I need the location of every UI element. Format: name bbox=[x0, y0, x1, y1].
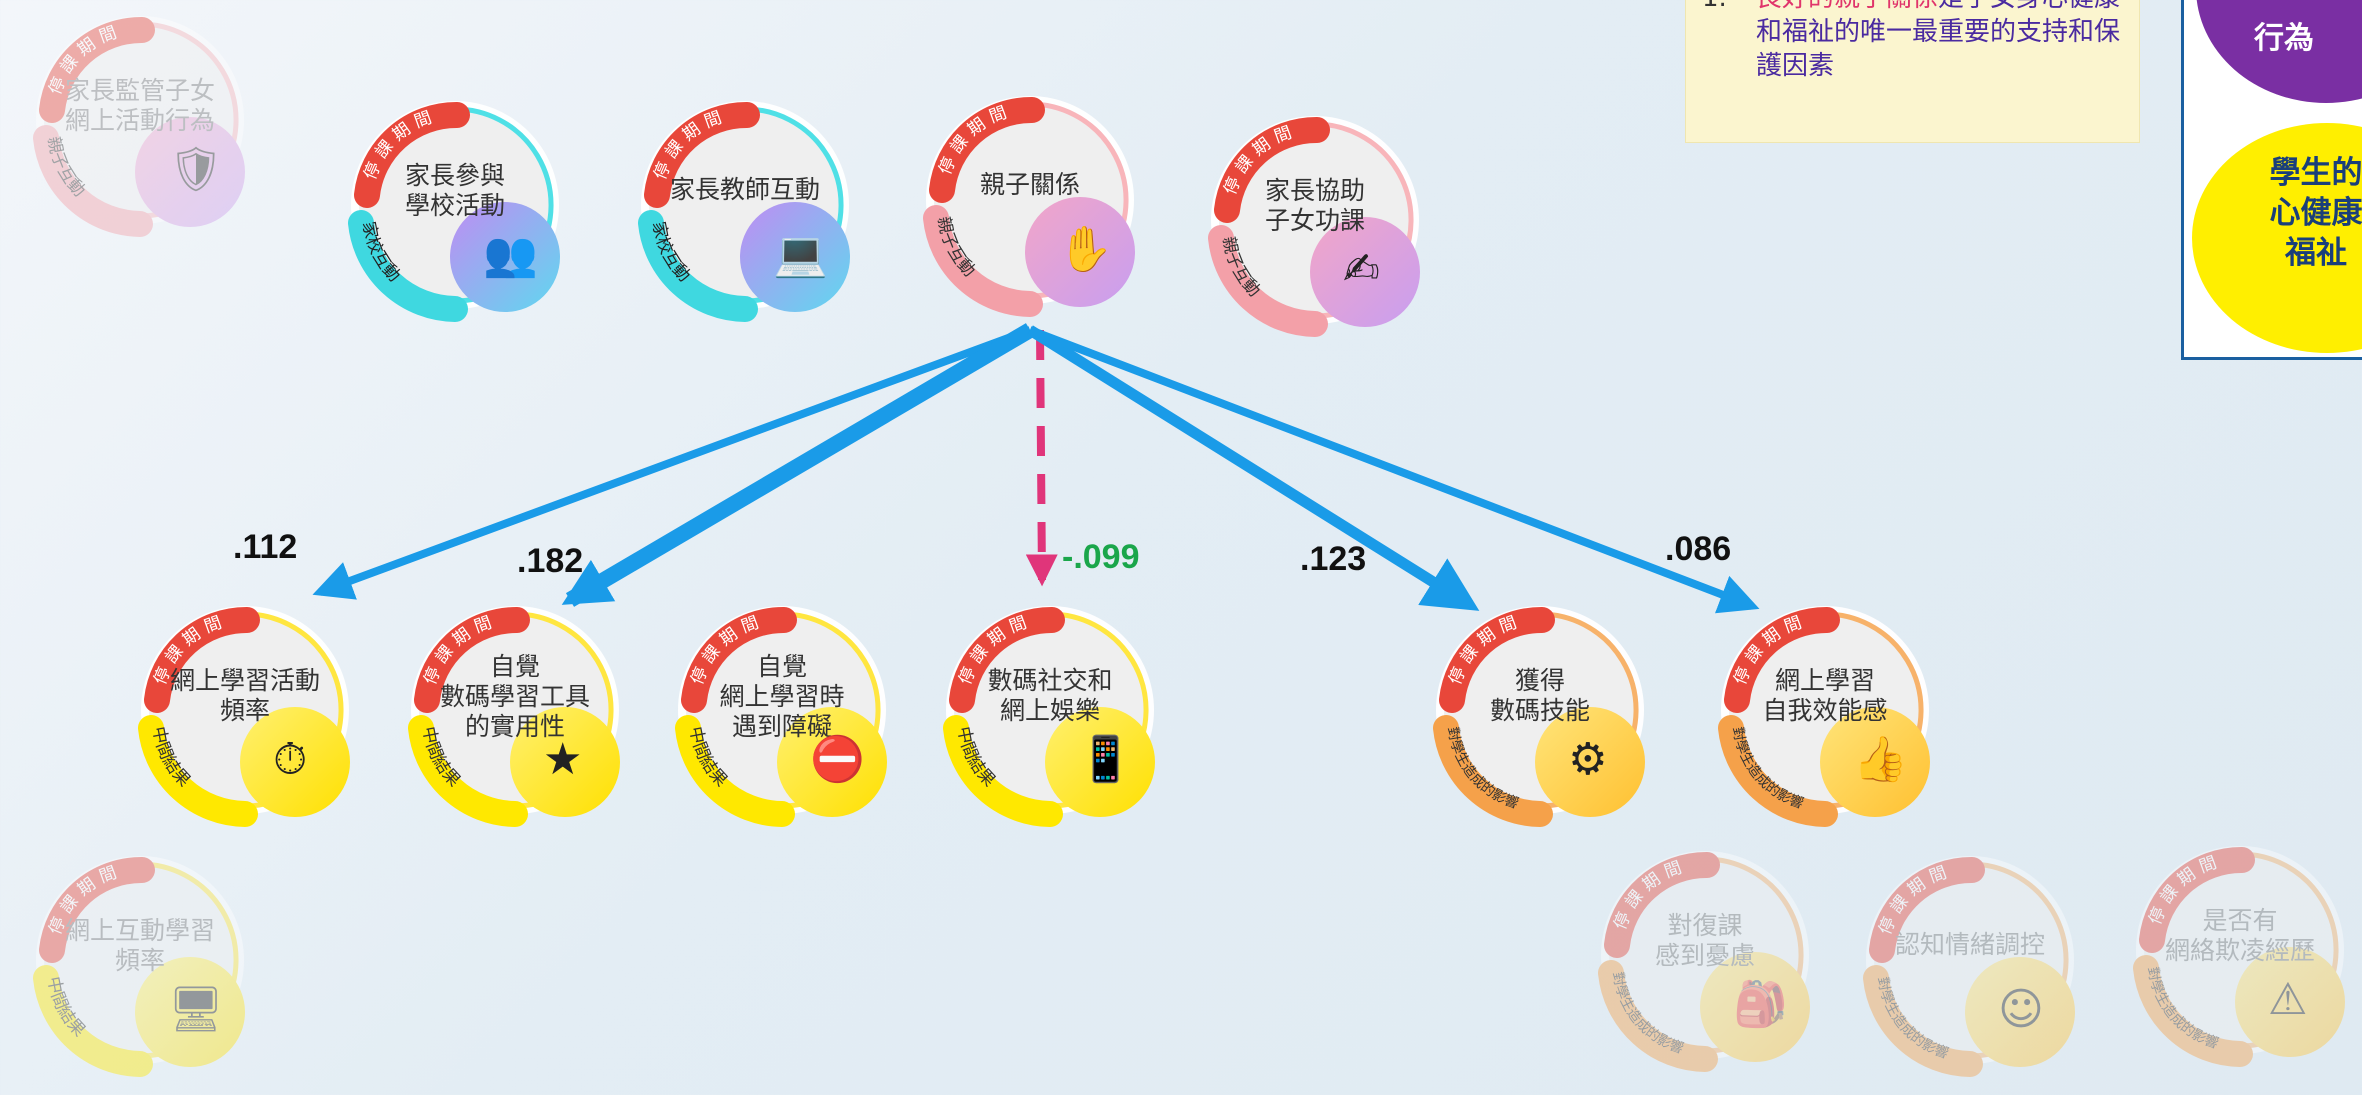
bullying-icon: ⚠ bbox=[2268, 974, 2308, 1025]
node-label: 家長參與 學校活動 bbox=[404, 161, 505, 220]
node-emotion-reg: 停課期間對學生造成的影響認知情緒調控☺ bbox=[1860, 850, 2080, 1077]
note-number: 1. bbox=[1702, 0, 1727, 15]
node-homework-help: 停課期間親子互動家長協助 子女功課✍ bbox=[1205, 110, 1425, 337]
arrow-parent-child-to-online-freq bbox=[312, 326, 1032, 600]
node-self-efficacy: 停課期間對學生造成的影響網上學習 自我效能感👍 bbox=[1715, 600, 1935, 827]
node-label: 對復課 感到憂慮 bbox=[1654, 911, 1755, 970]
pta-meeting-icon: 👥 bbox=[483, 229, 538, 280]
arrow-parent-child-to-social-ent bbox=[1025, 329, 1058, 587]
node-label: 自覺 數碼學習工具 的實用性 bbox=[439, 652, 590, 741]
legend-panel: 行為 學生的 心健康 福祉 bbox=[2181, 0, 2362, 360]
node-label: 數碼社交和 網上娛樂 bbox=[987, 666, 1113, 725]
node-parent-teacher: 停課期間家校互動家長教師互動💻 bbox=[635, 95, 855, 322]
coef-label-online-freq: .112 bbox=[233, 528, 298, 566]
node-label: 自覺 網上學習時 遇到障礙 bbox=[719, 652, 845, 741]
coef-label-self-efficacy: .086 bbox=[1665, 530, 1732, 568]
node-digital-skills: 停課期間對學生造成的影響獲得 數碼技能⚙ bbox=[1430, 600, 1650, 827]
node-parent-child: 停課期間親子互動親子關係✋ bbox=[920, 90, 1140, 317]
network-hand-icon: ⚙ bbox=[1568, 734, 1608, 785]
note-text: 良好的親子關係是子女身心健康和福祉的唯一最重要的支持和保護因素 bbox=[1756, 0, 2126, 83]
node-online-freq: 停課期間中間結果網上學習活動 頻率⏱ bbox=[135, 600, 355, 827]
note-highlight: 良好的親子關係 bbox=[1756, 0, 1938, 13]
node-online-obstacles: 停課期間中間結果自覺 網上學習時 遇到障礙⛔ bbox=[672, 600, 892, 827]
node-label: 家長教師互動 bbox=[669, 175, 820, 204]
arrow-parent-child-to-self-efficacy bbox=[1028, 326, 1760, 614]
node-school-activities: 停課期間家校互動家長參與 學校活動👥 bbox=[345, 95, 565, 322]
arrow-parent-child-to-digital-skills bbox=[1027, 325, 1480, 611]
node-label: 是否有 網絡欺凌經歷 bbox=[2164, 906, 2315, 965]
coef-label-social-ent: -.099 bbox=[1062, 538, 1140, 576]
legend-behavior-label: 行為 bbox=[2254, 21, 2314, 56]
homework-help-icon: ✍ bbox=[1343, 244, 1380, 295]
note-rest: 是子女身心健康和福祉的唯一最重要的支持和保護因素 bbox=[1756, 0, 2121, 81]
node-label: 家長協助 子女功課 bbox=[1264, 176, 1365, 235]
node-label: 認知情緒調控 bbox=[1894, 930, 2045, 959]
node-social-ent: 停課期間中間結果數碼社交和 網上娛樂📱 bbox=[940, 600, 1160, 827]
node-parent-monitor: 停課期間親子互動家長監管子女 網上活動行為🛡 bbox=[30, 10, 250, 237]
node-interactive-freq: 停課期間中間結果網上互動學習 頻率🖥 bbox=[30, 850, 250, 1077]
coef-label-digital-skills: .123 bbox=[1300, 540, 1367, 578]
node-label: 家長監管子女 網上活動行為 bbox=[64, 76, 215, 135]
social-media-icon: 📱 bbox=[1078, 734, 1133, 785]
tablet-timer-icon: ⏱ bbox=[273, 734, 308, 785]
shield-person-icon: 🛡 bbox=[168, 144, 224, 195]
worried-student-icon: 🎒 bbox=[1733, 979, 1788, 1030]
video-call-icon: 💻 bbox=[773, 229, 828, 280]
node-digital-tools: 停課期間中間結果自覺 數碼學習工具 的實用性★ bbox=[405, 600, 625, 827]
online-class-icon: 🖥 bbox=[168, 984, 224, 1035]
hands-icon: ✋ bbox=[1058, 224, 1113, 275]
finding-note: 1. 良好的親子關係是子女身心健康和福祉的唯一最重要的支持和保護因素 bbox=[1685, 0, 2140, 143]
book-thumbsup-icon: 👍 bbox=[1853, 734, 1908, 785]
obstacle-icon: ⛔ bbox=[810, 734, 865, 785]
legend-wellbeing-label: 學生的 心健康 福祉 bbox=[2269, 155, 2362, 271]
node-label: 網上學習 自我效能感 bbox=[1762, 666, 1888, 725]
node-label: 親子關係 bbox=[979, 170, 1080, 199]
emotion-face-icon: ☺ bbox=[1998, 984, 2044, 1035]
node-resume-worry: 停課期間對學生造成的影響對復課 感到憂慮🎒 bbox=[1595, 845, 1815, 1072]
node-label: 網上互動學習 頻率 bbox=[64, 916, 215, 975]
arrow-parent-child-to-digital-tools bbox=[561, 323, 1035, 607]
coef-label-digital-tools: .182 bbox=[517, 542, 584, 580]
node-label: 獲得 數碼技能 bbox=[1489, 666, 1590, 725]
node-cyberbully: 停課期間對學生造成的影響是否有 網絡欺凌經歷⚠ bbox=[2130, 840, 2350, 1067]
node-label: 網上學習活動 頻率 bbox=[169, 666, 320, 725]
rating-stars-icon: ★ bbox=[543, 734, 583, 785]
